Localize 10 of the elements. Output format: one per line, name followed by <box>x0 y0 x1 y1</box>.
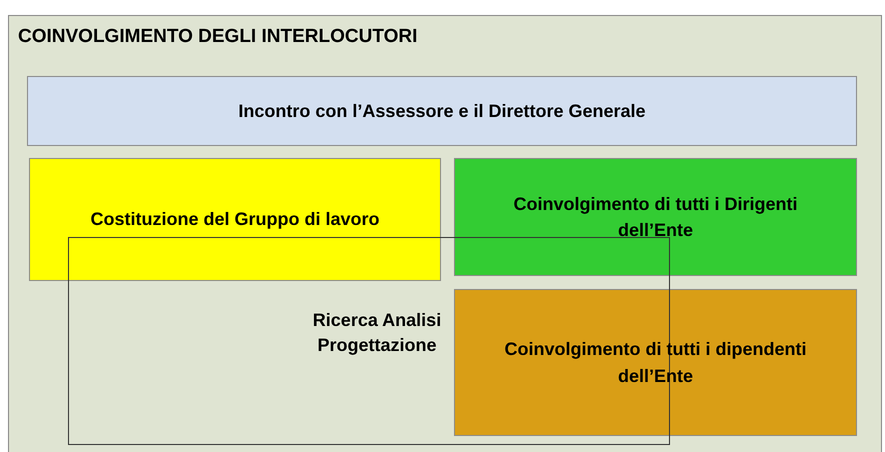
process-box <box>27 76 857 146</box>
box-label: Incontro con l’Assessore e il Direttore Generale <box>238 100 646 123</box>
stage-label: Ricerca Analisi Progettazione <box>312 309 442 358</box>
process-box <box>454 158 857 276</box>
panel-background <box>8 15 882 452</box>
box-label: Costituzione del Gruppo di lavoro <box>90 208 380 232</box>
process-box <box>29 158 441 281</box>
panel-heading: COINVOLGIMENTO DEGLI INTERLOCUTORI <box>18 26 418 48</box>
box-label: Coinvolgimento di tutti i Dirigenti dell’Ente <box>512 192 798 242</box>
process-box <box>454 289 857 436</box>
